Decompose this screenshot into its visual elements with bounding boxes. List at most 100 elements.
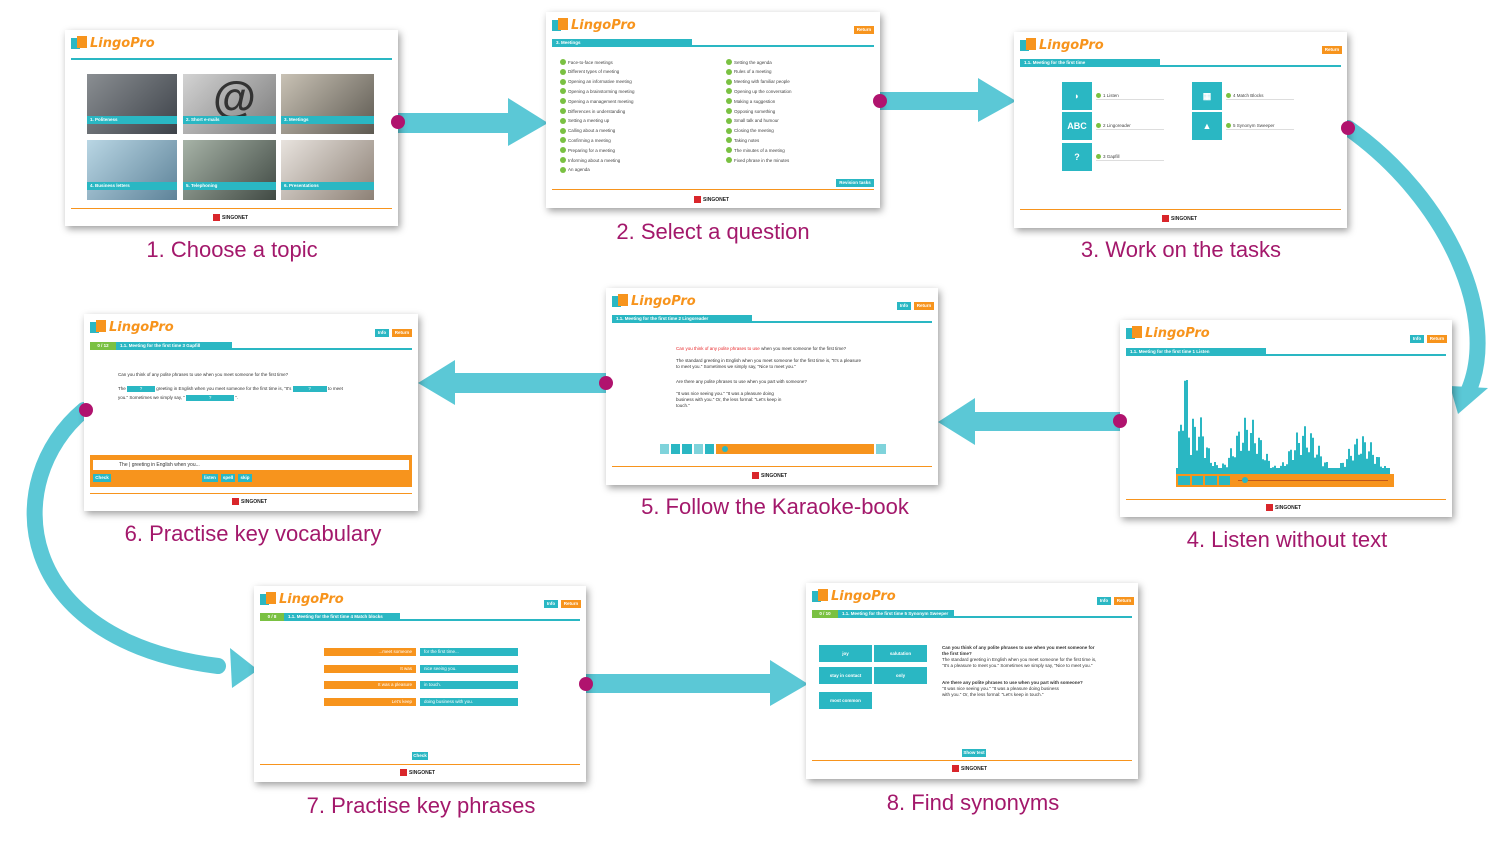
question-item[interactable]: Confirming a meeting (560, 137, 611, 144)
info-button[interactable]: Info (897, 302, 911, 310)
arrow-bullet-icon (726, 147, 732, 154)
step-caption: 5. Follow the Karaoke-book (641, 494, 909, 519)
info-button[interactable]: Info (544, 600, 558, 608)
return-button[interactable]: Return (1427, 335, 1447, 343)
phrase-end-block[interactable]: doing business with you. (420, 697, 518, 706)
question-item[interactable]: Different types of meeting (560, 68, 619, 75)
app-logo: LingoPro (1126, 326, 1210, 341)
check-button[interactable]: Check (93, 474, 111, 482)
question-item[interactable]: Setting the agenda (726, 59, 772, 65)
phrase-end-block[interactable]: nice seeing you. (420, 664, 518, 673)
question-item[interactable]: Closing the meeting (726, 127, 774, 134)
return-button[interactable]: Return (1322, 46, 1342, 54)
return-button[interactable]: Return (914, 302, 934, 310)
task-match-blocks[interactable]: ▦4 Match Blocks (1192, 82, 1294, 110)
question-item[interactable]: Opening a management meeting (560, 98, 634, 105)
question-item[interactable]: Rules of a meeting (726, 68, 772, 75)
rewind-icon[interactable] (1205, 476, 1217, 485)
question-item[interactable]: An agenda (560, 166, 590, 173)
question-item[interactable]: Preparing for a meeting (560, 147, 615, 154)
synonym-word[interactable]: joy (819, 645, 872, 662)
score-badge: 0 / 12 (90, 342, 116, 350)
gap-field[interactable]: ? (292, 386, 327, 392)
gap-field[interactable]: ? (127, 386, 156, 392)
topic-tile[interactable]: @ 2. Short e-mails (183, 74, 276, 134)
spell-button[interactable]: spell (221, 474, 235, 482)
gap-field[interactable]: ? (186, 395, 235, 401)
forward-icon[interactable] (1218, 476, 1230, 485)
connector-dot (1341, 121, 1355, 135)
topic-tile[interactable]: 5. Telephoning (183, 140, 276, 200)
question-item[interactable]: Meeting with familiar people (726, 78, 790, 85)
question-item[interactable]: Calling about a meeting (560, 127, 615, 134)
question-item[interactable]: Differences in understanding (560, 108, 625, 114)
task-gapfill[interactable]: ?3 Gapfill (1062, 143, 1164, 171)
question-item[interactable]: Opening a brainstorming meeting (560, 88, 635, 95)
question-item[interactable]: Fixed phrase in the minutes (726, 157, 789, 163)
question-item[interactable]: Taking notes (726, 137, 759, 144)
arrow-bullet-icon (726, 157, 732, 163)
app-logo: LingoPro (71, 36, 155, 51)
phrase-start-block[interactable]: Let's keep (324, 697, 416, 706)
answer-input[interactable]: The | greeting in English when you... (93, 460, 409, 470)
synonym-word[interactable]: salutation (874, 645, 927, 662)
synonym-word[interactable]: only (874, 667, 927, 684)
arrow-bullet-icon (560, 98, 566, 105)
progress-track[interactable] (716, 444, 874, 454)
question-item[interactable]: Opposing something (726, 108, 775, 114)
task-listen[interactable]: ◗1 Listen (1062, 82, 1164, 110)
task-synonym-sweeper[interactable]: ▲5 Synonym Sweeper (1192, 112, 1294, 140)
arrow-bullet-icon (560, 108, 566, 114)
return-button[interactable]: Return (392, 329, 412, 337)
check-button[interactable]: Check (412, 752, 428, 760)
return-button[interactable]: Return (561, 600, 581, 608)
progress-handle[interactable] (722, 446, 728, 452)
phrase-end-block[interactable]: for the first time... (420, 648, 518, 656)
topic-tile[interactable]: 1. Politeness (87, 74, 177, 134)
phrase-start-block[interactable]: It was (324, 664, 416, 673)
question-item[interactable]: Informing about a meeting (560, 157, 620, 163)
pause-icon[interactable] (1178, 476, 1190, 485)
app-logo: LingoPro (812, 589, 896, 604)
next-icon[interactable] (876, 444, 886, 454)
stop-icon[interactable] (1191, 476, 1203, 485)
topic-tile[interactable]: 4. Business letters (87, 140, 177, 200)
question-item[interactable]: Setting a meeting up (560, 117, 609, 124)
return-button[interactable]: Return (1114, 597, 1134, 605)
question-item[interactable]: Small talk and humour (726, 117, 779, 124)
question-item[interactable]: The minutes of a meeting (726, 147, 785, 154)
phrase-end-block[interactable]: in touch. (420, 681, 518, 689)
phrase-start-block[interactable]: It was a pleasure (324, 681, 416, 689)
synonym-word[interactable]: most common (819, 692, 872, 709)
info-button[interactable]: Info (1410, 335, 1424, 343)
show-text-button[interactable]: Show text (962, 749, 986, 757)
question-item[interactable]: Making a suggestion (726, 98, 775, 105)
arrow-bullet-icon (726, 127, 732, 134)
screenshot-match-blocks: LingoPro Info Return 0 / 8 1.1. Meeting … (254, 586, 586, 782)
player-controls[interactable] (660, 444, 715, 454)
return-button[interactable]: Return (854, 26, 874, 34)
question-item[interactable]: Opening an informative meeting (560, 78, 632, 85)
app-logo: LingoPro (1020, 38, 1104, 53)
question-item[interactable]: Opening up the conversation (726, 88, 792, 95)
screenshot-work-tasks: LingoPro Return 1.1. Meeting for the fir… (1014, 32, 1347, 228)
revision-tasks-button[interactable]: Revision tasks (836, 179, 874, 187)
synonym-word[interactable]: stay in contact (819, 667, 872, 684)
topic-tile[interactable]: 6. Presentations (281, 140, 374, 200)
progress-handle[interactable] (1242, 477, 1248, 483)
ear-icon: ◗ (1062, 82, 1092, 110)
score-badge: 0 / 8 (260, 613, 284, 621)
arrow-1-to-2 (398, 98, 548, 146)
question-item[interactable]: Face-to-face meetings (560, 59, 613, 65)
info-button[interactable]: Info (1097, 597, 1111, 605)
info-button[interactable]: Info (375, 329, 389, 337)
skip-button[interactable]: skip (238, 474, 252, 482)
listen-button[interactable]: listen (202, 474, 218, 482)
progress-track[interactable] (1238, 480, 1388, 481)
phrase-start-block[interactable]: ...meet someone (324, 648, 416, 656)
player-controls[interactable] (1178, 476, 1230, 485)
app-logo: LingoPro (552, 18, 636, 33)
connector-dot (391, 115, 405, 129)
topic-tile[interactable]: 3. Meetings (281, 74, 374, 134)
